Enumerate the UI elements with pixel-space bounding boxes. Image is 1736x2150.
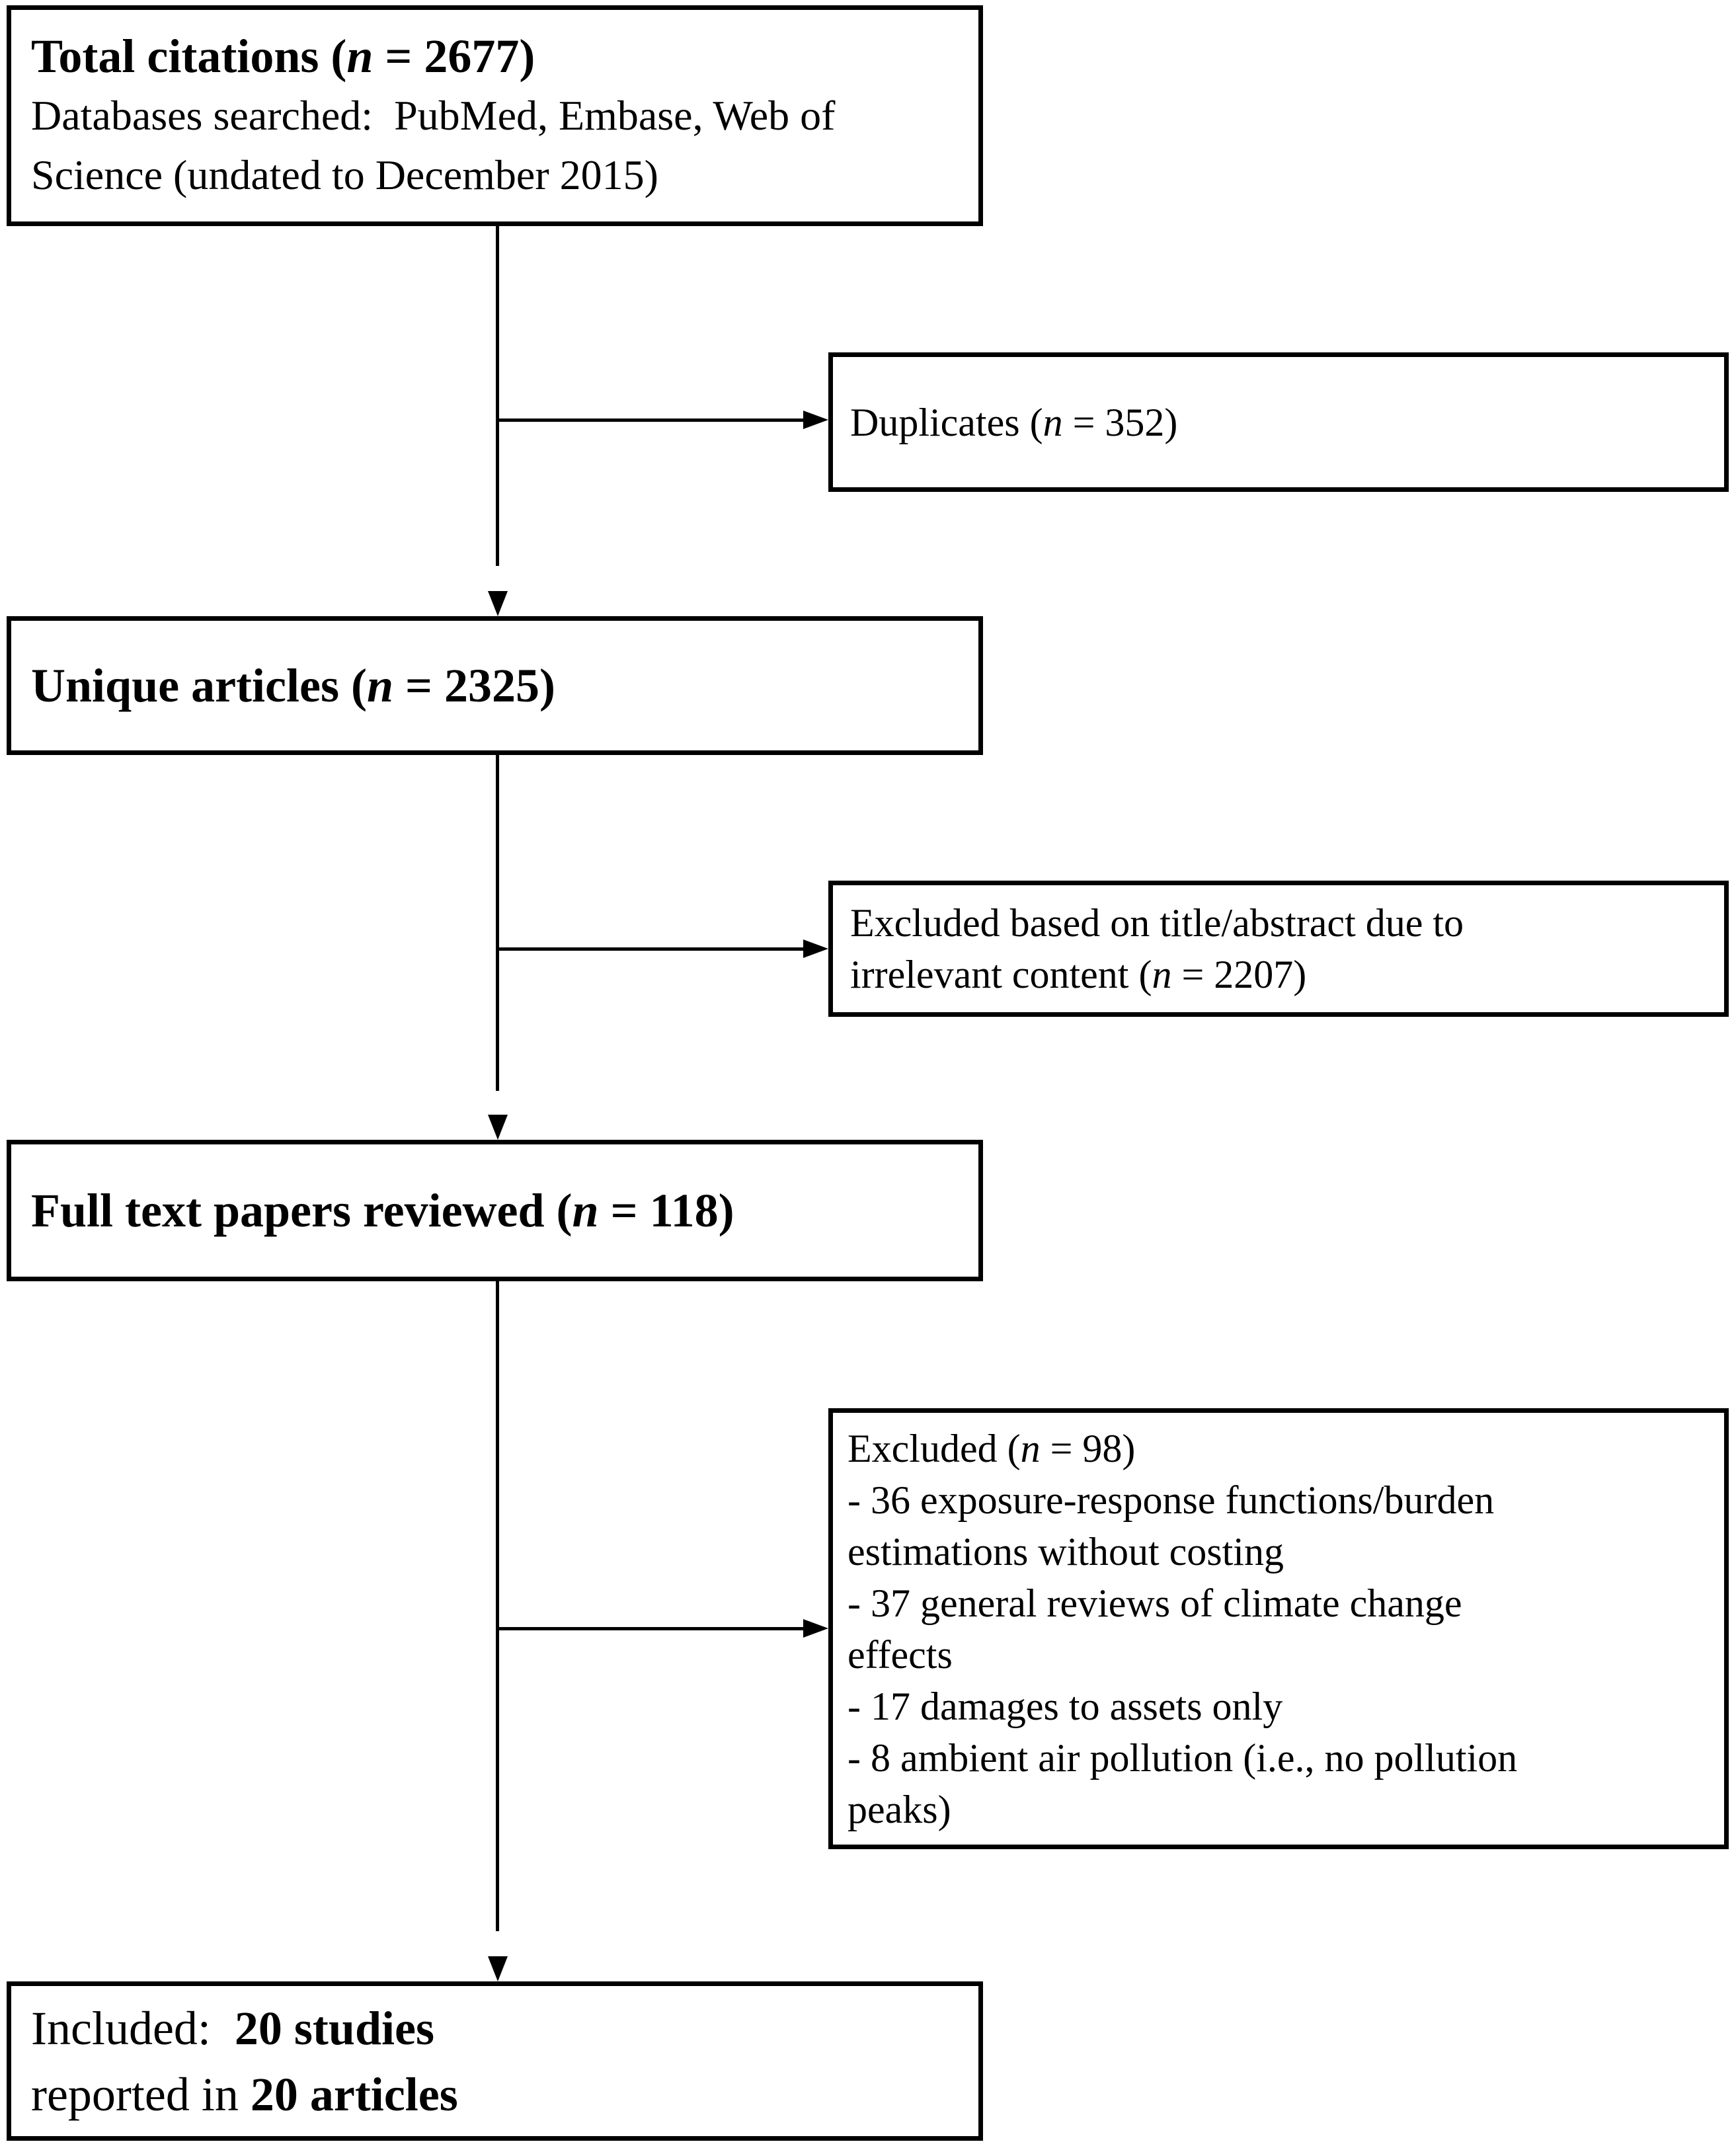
arrowhead-right-duplicates-icon [803,411,828,429]
n-symbol: n [366,659,393,712]
excluded-reason-line: estimations without costing [848,1529,1284,1573]
databases-searched-line1: Databases searched: PubMed, Embase, Web … [31,92,836,139]
connector-branch-excluded-fulltext [497,1627,805,1630]
arrowhead-down-included-icon [488,1956,508,1981]
connector-branch-duplicates [497,418,805,422]
n-symbol: n [572,1184,599,1237]
connector-unique-to-fulltext [496,755,499,1091]
included-articles-count: 20 articles [250,2067,458,2121]
n-symbol: n [346,30,374,83]
arrowhead-right-excluded-fulltext-icon [803,1619,828,1638]
n-symbol: n [1152,953,1172,996]
box-excluded-title-abstract: Excluded based on title/abstract due to … [828,881,1729,1017]
box-unique-articles: Unique articles (n = 2325) [7,616,983,755]
box-total-citations: Total citations (n = 2677) Databases sea… [7,5,983,226]
excluded-reason-line: - 8 ambient air pollution (i.e., no poll… [848,1735,1518,1780]
excluded-reason-line: effects [848,1632,953,1677]
excluded-ta-text: irrelevant content ( [850,953,1152,996]
excluded-ft-count: = 98) [1040,1426,1136,1470]
excluded-reason-line: - 36 exposure-response functions/burden [848,1478,1495,1522]
arrowhead-right-excluded-title-abstract-icon [803,939,828,958]
duplicates-text: Duplicates ( [850,400,1043,444]
connector-fulltext-to-included [496,1281,499,1931]
excluded-ft-header: Excluded (n = 98) [848,1423,1710,1474]
arrowhead-down-unique-icon [488,591,508,616]
included-text: Included: [31,2001,235,2055]
included-studies-count: 20 studies [234,2001,434,2055]
box-included: Included: 20 studies reported in 20 arti… [7,1981,983,2141]
excluded-reason-line: - 37 general reviews of climate change [848,1581,1462,1625]
n-symbol: n [1020,1426,1041,1470]
excluded-ta-line1: Excluded based on title/abstract due to [850,901,1464,945]
connector-total-to-unique [496,226,499,566]
included-line1: Included: 20 studies [31,1995,959,2061]
title-count: = 2677) [373,30,535,83]
title-text: Unique articles ( [31,659,367,712]
n-symbol: n [1043,400,1063,444]
duplicates-label: Duplicates (n = 352) [850,397,1707,448]
box-duplicates: Duplicates (n = 352) [828,352,1729,492]
excluded-ta-line2: irrelevant content (n = 2207) [850,949,1707,1000]
title-count: = 2325) [393,659,555,712]
full-text-title: Full text papers reviewed (n = 118) [31,1181,959,1240]
excluded-ta-count: = 2207) [1171,953,1307,996]
total-citations-title: Total citations (n = 2677) [31,26,959,86]
box-full-text-reviewed: Full text papers reviewed (n = 118) [7,1140,983,1281]
title-text: Full text papers reviewed ( [31,1184,572,1237]
reported-text: reported in [31,2067,251,2121]
unique-articles-title: Unique articles (n = 2325) [31,656,959,715]
excluded-reason-line: peaks) [848,1787,951,1831]
title-count: = 118) [598,1184,734,1237]
included-line2: reported in 20 articles [31,2061,959,2128]
box-excluded-fulltext: Excluded (n = 98) - 36 exposure-response… [828,1408,1729,1849]
duplicates-count: = 352) [1062,400,1178,444]
excluded-reason-line: - 17 damages to assets only [848,1684,1283,1728]
title-text: Total citations ( [31,30,347,83]
arrowhead-down-fulltext-icon [488,1115,508,1140]
excluded-ft-text: Excluded ( [848,1426,1021,1470]
databases-searched-line2: Science (undated to December 2015) [31,151,658,198]
connector-branch-excluded-title-abstract [497,947,805,951]
